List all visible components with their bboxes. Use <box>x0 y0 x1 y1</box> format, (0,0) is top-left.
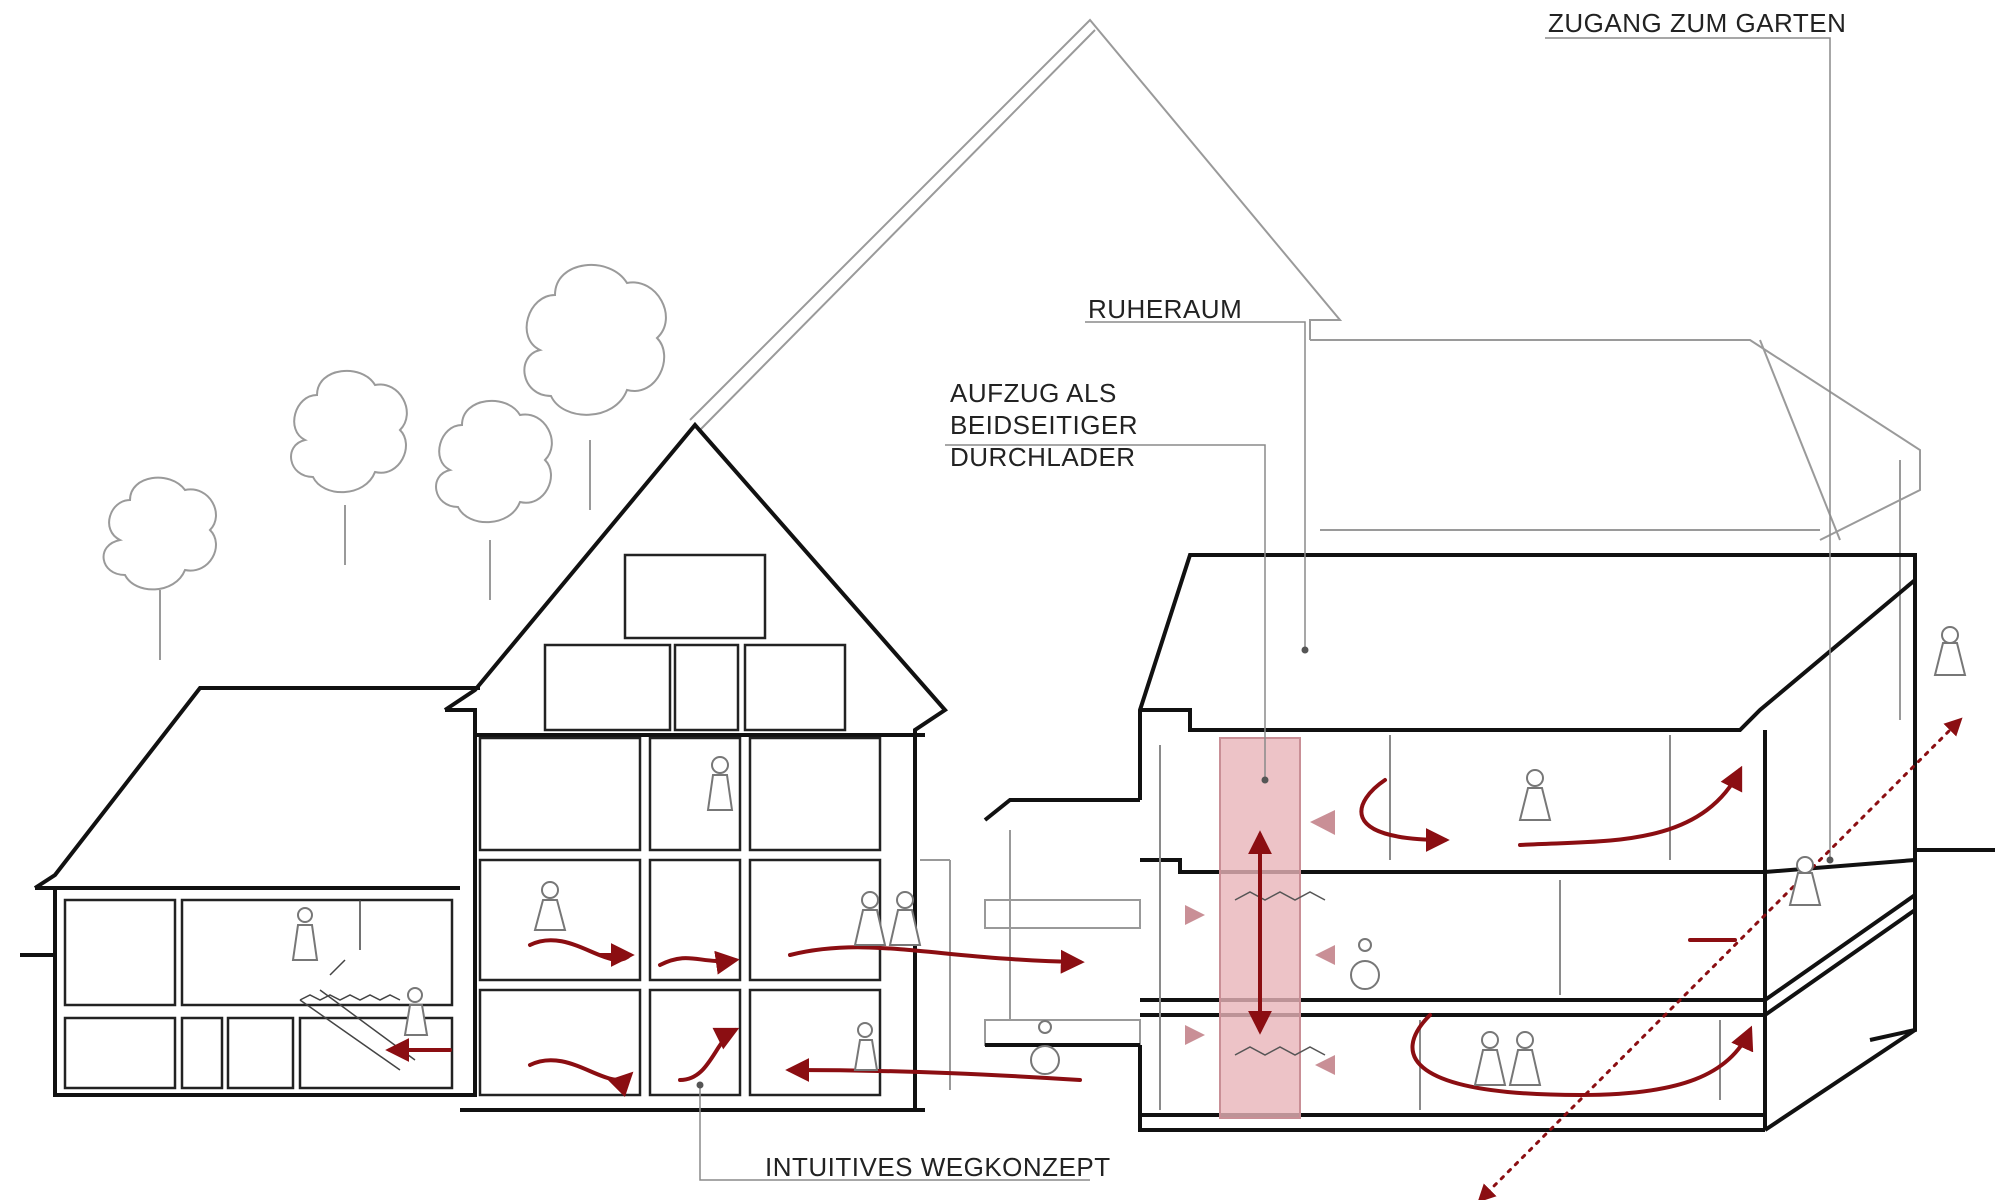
gable-house-rooms <box>478 553 882 1097</box>
label-zugang-zum-garten: ZUGANG ZUM GARTEN <box>1548 8 1847 38</box>
route-arrow-icon <box>1185 810 1335 1075</box>
tree-icon <box>290 369 408 565</box>
label-aufzug-line1: AUFZUG ALS <box>950 378 1117 408</box>
label-ruheraum: RUHERAUM <box>1088 294 1243 324</box>
person-icon <box>291 626 1967 1086</box>
tree-icon <box>523 263 667 510</box>
stair <box>299 900 416 1071</box>
leader-lines <box>699 37 1831 1181</box>
label-aufzug-line3: DURCHLADER <box>950 442 1136 472</box>
route-arrows <box>385 717 1963 1200</box>
left-annex <box>20 686 480 1097</box>
connector-edge <box>983 798 1140 1047</box>
label-aufzug-line2: BEIDSEITIGER <box>950 410 1139 440</box>
tree-icon <box>102 476 217 660</box>
label-intuitives-wegkonzept: INTUITIVES WEGKONZEPT <box>765 1152 1111 1182</box>
tree-icon <box>435 399 553 600</box>
left-annex-rooms <box>63 898 454 1090</box>
gable-house <box>443 421 949 1112</box>
wheelchair-icon <box>1030 938 1380 1075</box>
